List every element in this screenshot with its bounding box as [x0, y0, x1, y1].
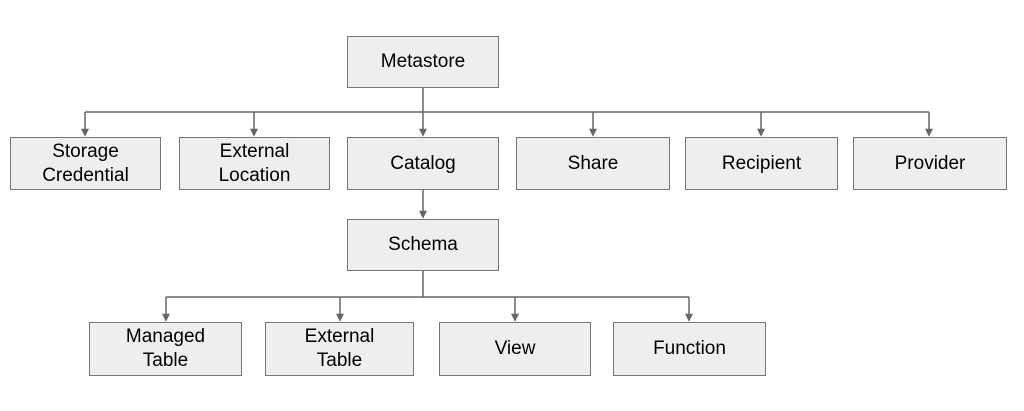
node-label: Recipient — [721, 152, 802, 174]
node-label: External Location — [218, 140, 291, 186]
node-provider: Provider — [853, 137, 1007, 190]
node-view: View — [439, 322, 591, 376]
node-label: Share — [567, 152, 619, 174]
node-label: Managed Table — [125, 326, 206, 371]
node-label: Catalog — [390, 152, 456, 174]
node-recipient: Recipient — [685, 137, 838, 190]
node-external-location: External Location — [179, 137, 330, 190]
node-catalog: Catalog — [347, 137, 499, 190]
node-label: Provider — [894, 152, 966, 174]
node-storage-credential: Storage Credential — [10, 137, 161, 190]
node-metastore: Metastore — [347, 36, 499, 88]
node-managed-table: Managed Table — [89, 322, 242, 376]
node-label: External Table — [304, 326, 375, 371]
node-schema: Schema — [347, 219, 499, 271]
node-label: Function — [653, 338, 726, 359]
node-label: Storage Credential — [42, 140, 129, 186]
node-label: Schema — [388, 234, 458, 255]
node-label: View — [494, 338, 536, 359]
node-external-table: External Table — [265, 322, 414, 376]
node-label: Metastore — [380, 51, 466, 72]
node-function: Function — [613, 322, 766, 376]
node-share: Share — [516, 137, 670, 190]
